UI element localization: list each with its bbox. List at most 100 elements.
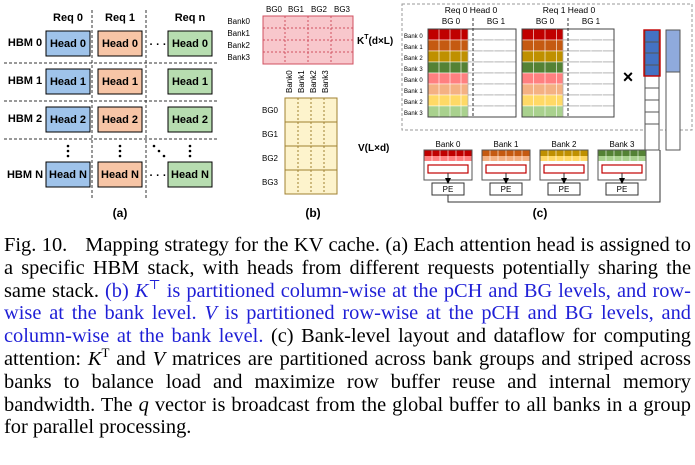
head-box xyxy=(97,30,143,57)
head-box xyxy=(167,106,213,133)
head-label: Head 2 xyxy=(172,114,208,126)
head-box xyxy=(45,30,91,57)
caption-b-k: K xyxy=(134,279,149,302)
caption-c-k: K xyxy=(87,347,102,370)
caption-c-text2: matrices are partitioned across bank gro… xyxy=(4,347,691,416)
row-buffer xyxy=(485,164,527,174)
pe-label: PE xyxy=(443,185,454,194)
panel-b-label: (b) xyxy=(305,206,320,220)
row-buffer xyxy=(543,164,585,174)
kv-band-cell xyxy=(427,61,469,74)
bg-header: BG 0 xyxy=(536,17,555,26)
v-bg-label: BG2 xyxy=(262,154,279,163)
head-label: Head N xyxy=(171,169,209,181)
kv-band-cell xyxy=(521,72,564,85)
reqn-header: Req n xyxy=(175,12,206,24)
kv-band-cell xyxy=(427,105,469,118)
bank-label: Bank3 xyxy=(227,53,250,62)
kv-band-cell xyxy=(427,72,469,85)
req0-head0-header: Req 0 Head 0 xyxy=(445,5,498,15)
broadcast-line xyxy=(447,150,661,203)
caption-c-v: V xyxy=(152,347,166,370)
row-bank-label: Bank 2 xyxy=(404,100,423,106)
kv-empty-cell xyxy=(467,105,517,118)
kv-empty-cell xyxy=(467,94,517,107)
head-label: Head 1 xyxy=(172,76,208,88)
row-bank-label: Bank 2 xyxy=(404,56,423,62)
kv-band-cell xyxy=(427,94,469,107)
head-label: Head N xyxy=(49,169,87,181)
kv-empty-cell xyxy=(467,39,517,52)
hbm0-label: HBM 0 xyxy=(8,37,42,49)
ellipsis: · · · xyxy=(149,39,166,51)
bg-header: BG0 xyxy=(266,5,283,14)
kv-band-cell xyxy=(427,50,469,63)
v-bank-header: Bank3 xyxy=(321,70,330,93)
kv-empty-cell xyxy=(562,28,615,41)
pe-label: PE xyxy=(617,185,628,194)
bank-unit-label: Bank 2 xyxy=(552,140,577,149)
head-box xyxy=(45,161,91,188)
row-buffer xyxy=(601,164,643,174)
v-bank-header: Bank2 xyxy=(309,70,318,93)
kv-band-cell xyxy=(427,83,469,96)
kt-label-base: K xyxy=(357,36,365,47)
kv-empty-cell xyxy=(467,61,517,74)
hbm2-label: HBM 2 xyxy=(8,113,42,125)
caption-intro: Mapping strategy for the KV cache. (a) E… xyxy=(4,234,692,302)
bank-unit-label: Bank 3 xyxy=(610,140,635,149)
kv-band-cell xyxy=(521,83,564,96)
output-vector xyxy=(665,29,681,151)
row-bank-label: Bank 1 xyxy=(404,89,423,95)
kt-label-dim: (d×L) xyxy=(369,36,394,47)
caption-c-text3: vector is broadcast from the global buff… xyxy=(4,393,691,439)
kv-empty-cell xyxy=(562,50,615,63)
bg-header: BG 1 xyxy=(582,17,601,26)
caption-b-text2: is partitioned row-wise at the pCH and B… xyxy=(4,302,691,348)
head-box xyxy=(45,68,91,95)
kv-cache-mapping-figure: Req 0 Req 1 Req n HBM 0 Head 0 Head 0 · … xyxy=(4,3,693,220)
bank-label: Bank1 xyxy=(227,29,250,38)
kv-layout-grid xyxy=(427,18,615,118)
caption-b-prefix: (b) xyxy=(104,279,129,302)
row-bank-label: Bank 0 xyxy=(404,34,423,40)
bank-label: Bank0 xyxy=(227,17,250,26)
head-box xyxy=(167,68,213,95)
kv-empty-cell xyxy=(467,83,517,96)
svg-text:KT(d×L): KT(d×L) xyxy=(357,34,393,47)
panel-a: Req 0 Req 1 Req n HBM 0 Head 0 Head 0 · … xyxy=(4,10,218,220)
q-vector xyxy=(643,29,661,151)
head-label: Head 2 xyxy=(102,114,138,126)
panel-c: Req 0 Head 0 Req 1 Head 0 BG 0 BG 1 BG 0… xyxy=(401,3,693,220)
head-box xyxy=(167,161,213,188)
kv-empty-cell xyxy=(467,28,517,41)
caption-figure-label: Fig. 10. xyxy=(4,234,68,256)
caption-b-v: V xyxy=(204,302,217,325)
hbmN-label: HBM N xyxy=(7,169,43,181)
caption-part-b: (b) K⊤ is partitioned column-wise at the… xyxy=(4,278,691,348)
v-label: V(L×d) xyxy=(358,143,389,154)
head-label: Head 2 xyxy=(50,114,86,126)
panel-c-border xyxy=(401,3,693,131)
kv-band-cell xyxy=(521,61,564,74)
kv-band-cell xyxy=(427,28,469,41)
caption-c-and: and xyxy=(116,347,146,370)
kv-empty-cell xyxy=(562,39,615,52)
v-bg-label: BG0 xyxy=(262,106,279,115)
kv-empty-cell xyxy=(467,50,517,63)
head-box xyxy=(45,106,91,133)
kv-empty-cell xyxy=(467,72,517,85)
ellipsis: · · · xyxy=(149,170,166,182)
row-buffer xyxy=(427,164,469,174)
row-bank-label: Bank 3 xyxy=(404,111,423,117)
caption-c-text1: (c) Bank-level layout and dataflow for c… xyxy=(4,325,691,370)
v-bank-header: Bank1 xyxy=(297,70,306,93)
req0-header: Req 0 xyxy=(53,12,83,24)
row-bank-label: Bank 1 xyxy=(404,45,423,51)
bg-header: BG2 xyxy=(311,5,328,14)
head-label: Head N xyxy=(101,169,139,181)
kv-empty-cell xyxy=(562,72,615,85)
kt-label-sup: T xyxy=(364,34,369,41)
bg-header: BG3 xyxy=(334,5,351,14)
head-label: Head 0 xyxy=(50,38,86,50)
